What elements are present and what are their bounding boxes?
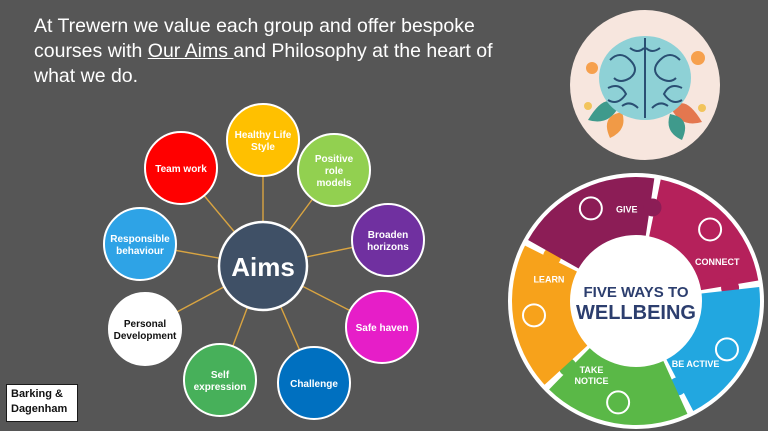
aim-label: behaviour (116, 246, 164, 257)
wellbeing-title-line-2: WELLBEING (576, 302, 696, 324)
aim-node: Team work (144, 131, 218, 205)
wellbeing-title-line-1: FIVE WAYS TO (583, 284, 688, 301)
intro-text: At Trewern we value each group and offer… (34, 14, 534, 89)
aim-label: Healthy Life (235, 130, 292, 141)
our-aims-link[interactable]: Our Aims (147, 40, 234, 62)
aims-center-node: Aims (217, 220, 309, 312)
segment-icon (578, 196, 603, 221)
aim-label: Safe haven (356, 323, 409, 334)
intro-text-end: and Philosophy at the heart of what we d… (34, 40, 493, 87)
segment-label: NOTICE (574, 376, 608, 386)
aim-label: Team work (155, 164, 207, 175)
segment-icon (698, 217, 723, 242)
barking-dagenham-logo: Barking & Dagenham (6, 384, 78, 422)
segment-label: GIVE (616, 204, 638, 214)
brain-icon (584, 36, 706, 140)
aim-label: Positive (315, 154, 354, 165)
aim-label: Personal (124, 319, 166, 330)
segment-label: LEARN (533, 274, 564, 284)
segment-icon (714, 337, 739, 362)
aim-label: expression (194, 382, 247, 393)
aim-label: Challenge (290, 379, 338, 390)
aim-label: Broaden (368, 230, 409, 241)
aims-center-label: Aims (231, 252, 295, 282)
logo-line-2: Dagenham (11, 403, 68, 415)
segment-label: BE ACTIVE (672, 359, 720, 369)
wellbeing-segment: LEARN (512, 245, 588, 385)
segment-icon (606, 390, 631, 415)
aim-node: Challenge (277, 346, 351, 420)
aim-label: models (316, 178, 351, 189)
brain-illustration (570, 10, 720, 160)
aim-label: Development (114, 331, 177, 342)
aim-label: role (325, 166, 344, 177)
logo-line-1: Barking & (11, 388, 63, 400)
aim-label: horizons (367, 242, 409, 253)
aim-label: Self (211, 370, 230, 381)
wellbeing-segment: GIVE (528, 177, 662, 269)
intro-text-start: At Trewern we value each group and offer… (34, 15, 475, 62)
segment-label: TAKE (580, 365, 604, 375)
aim-node: Safe haven (345, 290, 419, 364)
aim-label: Style (251, 142, 275, 153)
aim-label: Responsible (110, 234, 170, 245)
segment-label: CONNECT (695, 257, 740, 267)
segment-icon (522, 303, 547, 328)
